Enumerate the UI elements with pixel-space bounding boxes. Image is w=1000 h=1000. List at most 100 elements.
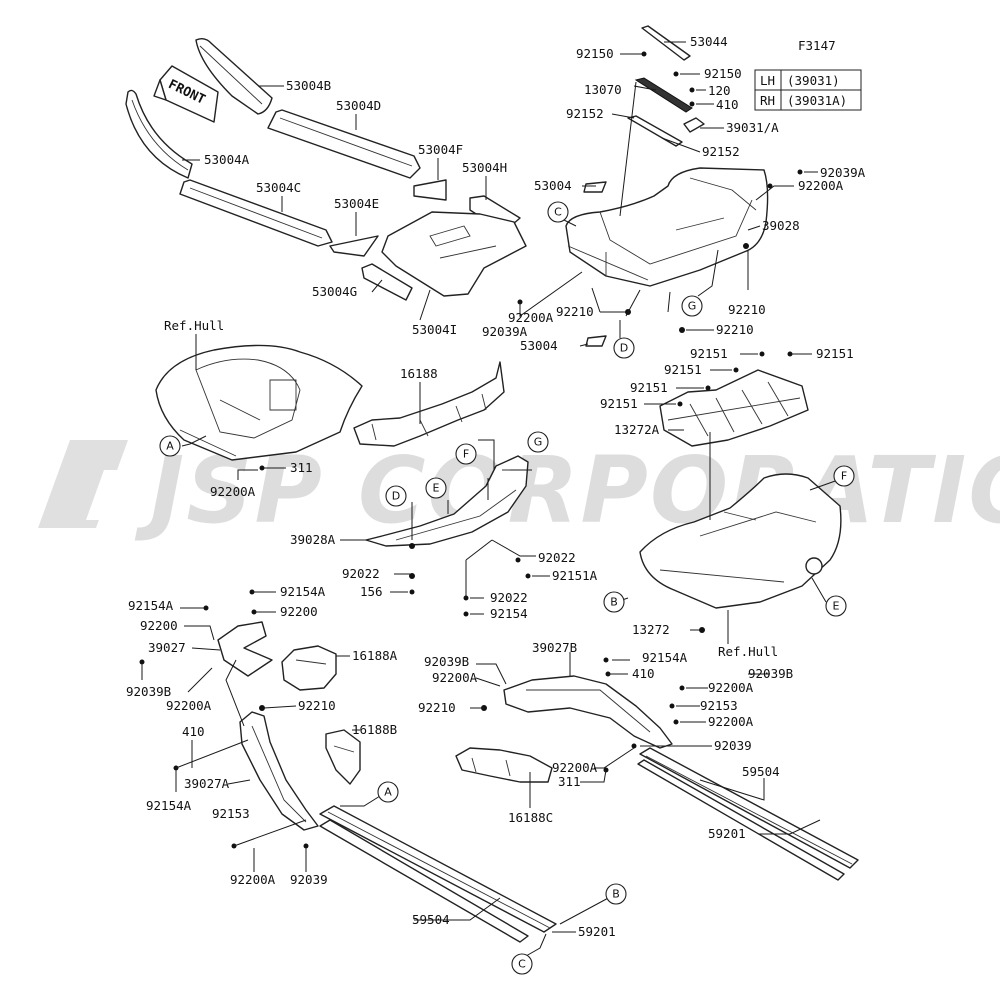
part-53004-sq2 bbox=[585, 335, 607, 347]
label-53004a: 53004A bbox=[204, 152, 250, 167]
label-92200a-r2: 92200A bbox=[708, 714, 754, 729]
label-92039b-r: 92039B bbox=[748, 666, 793, 681]
label-311-right: 311 bbox=[558, 774, 581, 789]
label-39028a: 39028A bbox=[290, 532, 336, 547]
label-39031a: 39031/A bbox=[726, 120, 779, 135]
label-13070: 13070 bbox=[584, 82, 622, 97]
label-59201-r: 59201 bbox=[708, 826, 746, 841]
label-16188: 16188 bbox=[400, 366, 438, 381]
ref-b-low: B bbox=[612, 888, 620, 901]
label-92200a-top: 92200A bbox=[798, 178, 844, 193]
label-92200a-l3: 92200A bbox=[166, 698, 212, 713]
label-92039b-l: 92039B bbox=[126, 684, 171, 699]
grid-13272a bbox=[659, 369, 809, 447]
label-92153-r: 92153 bbox=[700, 698, 738, 713]
label-39027a: 39027A bbox=[184, 776, 230, 791]
label-92150-b: 92150 bbox=[704, 66, 742, 81]
label-53004f: 53004F bbox=[418, 142, 463, 157]
label-ref-hull-top: Ref.Hull bbox=[164, 318, 224, 333]
label-92154a-l3: 92154A bbox=[146, 798, 192, 813]
label-92210-b: 92210 bbox=[556, 304, 594, 319]
top-stack bbox=[583, 25, 705, 347]
label-92210-l: 92210 bbox=[298, 698, 336, 713]
label-92151-c: 92151 bbox=[664, 362, 702, 377]
label-92200a-r3: 92200A bbox=[552, 760, 598, 775]
label-311-left: 311 bbox=[290, 460, 313, 475]
label-53004c: 53004C bbox=[256, 180, 301, 195]
ref-a-left: A bbox=[166, 440, 174, 453]
label-16188a: 16188A bbox=[352, 648, 398, 663]
label-39027: 39027 bbox=[148, 640, 186, 655]
label-92151-b: 92151 bbox=[816, 346, 854, 361]
fasteners bbox=[139, 51, 803, 849]
label-92151-e: 92151 bbox=[600, 396, 638, 411]
mat-53004a bbox=[125, 89, 193, 179]
label-92200a-mid: 92200A bbox=[508, 310, 554, 325]
ref-f-mid: F bbox=[463, 448, 469, 461]
label-53004h: 53004H bbox=[462, 160, 507, 175]
label-13272a: 13272A bbox=[614, 422, 660, 437]
ref-e-right: E bbox=[833, 600, 840, 613]
side-panel-39027b bbox=[503, 675, 673, 749]
ref-d-top: D bbox=[620, 342, 628, 355]
label-410-top: 410 bbox=[716, 97, 739, 112]
mat-pieces bbox=[125, 37, 527, 301]
label-92200a-l4: 92200A bbox=[230, 872, 276, 887]
mat-53004g bbox=[361, 263, 413, 301]
label-92152-b: 92152 bbox=[702, 144, 740, 159]
ref-circles: C G D A F G D E F B E A B C bbox=[159, 201, 855, 975]
ref-a-low: A bbox=[384, 786, 392, 799]
leader-lines bbox=[141, 41, 839, 957]
mat-53004d bbox=[267, 109, 421, 179]
label-16188c: 16188C bbox=[508, 810, 553, 825]
foam-16188a bbox=[281, 645, 337, 691]
label-92022-a: 92022 bbox=[538, 550, 576, 565]
ref-c-top: C bbox=[554, 206, 562, 219]
label-92154: 92154 bbox=[490, 606, 528, 621]
mat-53004e bbox=[329, 235, 379, 257]
ref-d-mid: D bbox=[392, 490, 400, 503]
label-92200a-m: 92200A bbox=[432, 670, 478, 685]
side-panel-39027 bbox=[217, 621, 273, 677]
part-39031 bbox=[683, 117, 705, 133]
label-92039-r: 92039 bbox=[714, 738, 752, 753]
label-92151-a: 92151 bbox=[690, 346, 728, 361]
label-92154a-l2: 92154A bbox=[280, 584, 326, 599]
label-92153-l: 92153 bbox=[212, 806, 250, 821]
panel-39028a bbox=[365, 455, 529, 547]
diagram-code: F3147 bbox=[798, 38, 836, 53]
table-side-lh: LH bbox=[760, 73, 775, 88]
label-92210-c: 92210 bbox=[716, 322, 754, 337]
label-16188b: 16188B bbox=[352, 722, 397, 737]
label-92200a-r1: 92200A bbox=[708, 680, 754, 695]
label-92039b-m: 92039B bbox=[424, 654, 469, 669]
foam-16188c bbox=[455, 747, 553, 783]
hull-front bbox=[155, 344, 363, 461]
label-92151-d: 92151 bbox=[630, 380, 668, 395]
ref-b-right: B bbox=[610, 596, 618, 609]
hull-rear bbox=[639, 473, 842, 609]
table-part-lh: (39031) bbox=[787, 73, 840, 88]
label-92154a-m: 92154A bbox=[642, 650, 688, 665]
label-53004g: 53004G bbox=[312, 284, 357, 299]
side-table: LH (39031) RH (39031A) bbox=[754, 69, 862, 111]
ref-e-mid: E bbox=[433, 482, 440, 495]
label-39028: 39028 bbox=[762, 218, 800, 233]
label-53004-low: 53004 bbox=[520, 338, 558, 353]
label-92210-a: 92210 bbox=[728, 302, 766, 317]
label-92200-l2: 92200 bbox=[280, 604, 318, 619]
front-arrow: FRONT bbox=[153, 65, 219, 123]
label-92200a-left: 92200A bbox=[210, 484, 256, 499]
label-92039-l: 92039 bbox=[290, 872, 328, 887]
label-39027b: 39027B bbox=[532, 640, 577, 655]
label-120: 120 bbox=[708, 83, 731, 98]
label-53004d: 53004D bbox=[336, 98, 381, 113]
label-92039a-mid: 92039A bbox=[482, 324, 528, 339]
label-59504-l: 59504 bbox=[412, 912, 450, 927]
side-panel-39027a bbox=[239, 711, 319, 831]
part-92152a bbox=[627, 115, 683, 147]
label-92022-c: 92022 bbox=[490, 590, 528, 605]
mat-53004f bbox=[413, 179, 447, 201]
label-53004-mid: 53004 bbox=[534, 178, 572, 193]
